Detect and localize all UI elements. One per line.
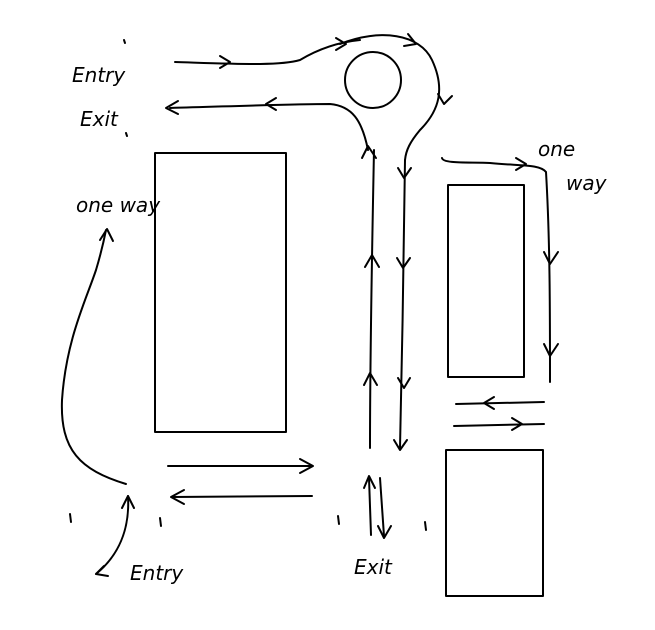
bottom-entry-left-arrowhead: [95, 565, 109, 577]
roundabout-arrowhead-right: [437, 93, 453, 105]
one-way-right-label-1: one: [538, 137, 575, 161]
one-way-left-label: one way: [76, 193, 161, 217]
right-gap-right-lane: [453, 423, 545, 427]
up-lane-arrow-1: [361, 145, 377, 159]
tick-mark: [123, 39, 126, 44]
top-exit-arrowhead-2: [265, 97, 277, 111]
top-entry-arrowhead: [219, 55, 231, 69]
bottom-left-lane: [171, 495, 313, 498]
tick-mark: [424, 521, 427, 531]
roundabout-island: [344, 51, 402, 109]
roundabout-arrowhead-top: [335, 37, 347, 51]
right-upper-block: [447, 184, 525, 378]
exit-bottom-label: Exit: [354, 555, 393, 579]
down-lane-arrow-1: [397, 167, 412, 179]
bottom-entry-curve: [95, 495, 130, 575]
bottom-left-arrowhead: [170, 489, 185, 505]
down-lane-arrow-3: [397, 377, 411, 389]
one-way-right-label-2: way: [566, 171, 608, 195]
tick-mark: [125, 132, 128, 137]
top-entry-path: [174, 39, 361, 65]
bottom-exit-up-line: [368, 477, 372, 536]
right-gap-left-lane: [455, 401, 545, 405]
right-one-way-arrowhead-mid: [543, 251, 559, 265]
up-lane-arrow-2: [364, 254, 380, 268]
top-exit-path: [169, 103, 369, 151]
roundabout-arrowhead-top-right: [403, 33, 417, 47]
large-left-block: [154, 152, 287, 433]
right-one-way-arrowhead-low: [543, 343, 559, 357]
down-lane-arrow-4: [393, 439, 408, 451]
left-one-way-curve: [60, 229, 127, 485]
tick-mark: [159, 517, 162, 527]
entry-top-label: Entry: [72, 63, 126, 87]
down-lane-arrow-2: [396, 257, 411, 269]
right-gap-left-arrowhead: [483, 396, 495, 410]
top-exit-arrowhead: [165, 100, 179, 115]
bottom-entry-up-arrowhead: [121, 495, 135, 509]
left-one-way-arrowhead: [99, 228, 114, 242]
up-lane-arrow-3: [363, 372, 378, 386]
right-one-way-path: [441, 157, 551, 383]
corridor-down-lane: [399, 159, 406, 449]
bottom-right-arrowhead: [299, 458, 314, 474]
exit-top-label: Exit: [80, 107, 119, 131]
entry-bottom-label: Entry: [130, 561, 184, 585]
tick-mark: [337, 515, 340, 525]
roundabout-ring: [339, 34, 441, 161]
right-one-way-arrowhead-top: [515, 157, 527, 171]
right-gap-right-arrowhead: [511, 417, 523, 431]
tick-mark: [69, 513, 72, 523]
right-lower-block: [445, 449, 544, 597]
corridor-up-lane: [369, 149, 375, 449]
bottom-exit-down-line: [379, 477, 385, 537]
bottom-exit-down-arrowhead: [377, 525, 392, 539]
bottom-exit-up-arrowhead: [363, 475, 376, 489]
